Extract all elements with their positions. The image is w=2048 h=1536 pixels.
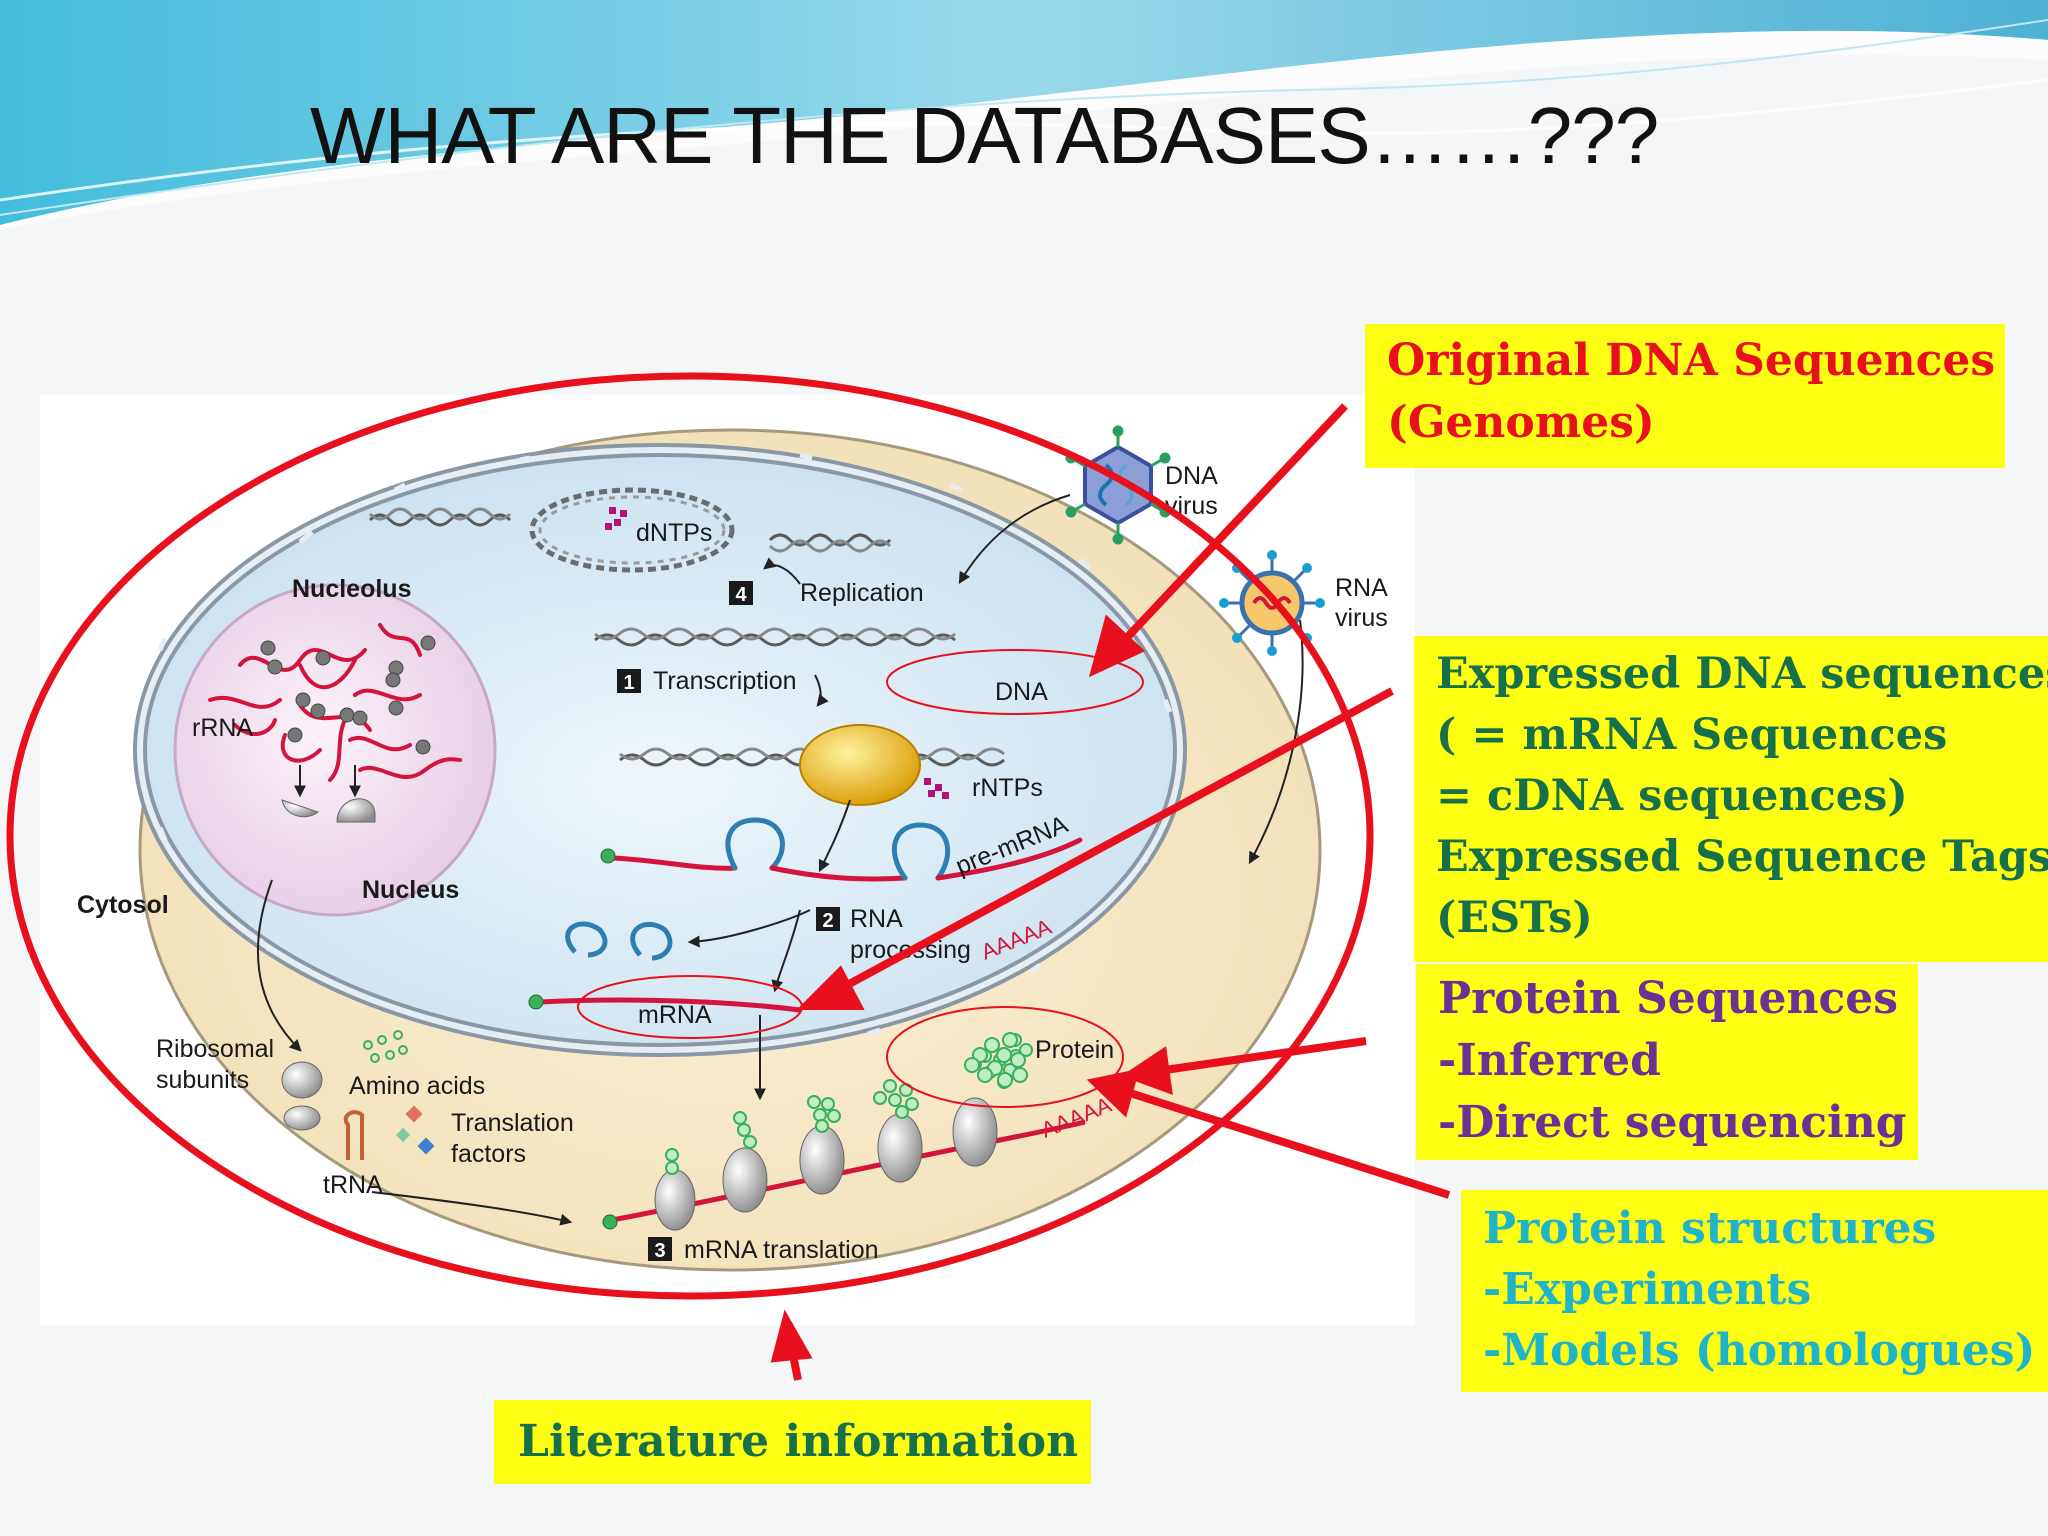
- excised-introns: [565, 921, 673, 961]
- label-mrna: mRNA: [638, 1001, 712, 1029]
- header-wave-decoration: [0, 0, 2048, 230]
- mrna-strand: [539, 997, 801, 1013]
- label-translation-factors-1: Translation: [451, 1109, 574, 1137]
- pre-mrna: [609, 817, 1083, 882]
- label-protein: Protein: [1035, 1036, 1114, 1064]
- highlight-whole-cell: [6, 372, 1374, 1300]
- nucleolus: [173, 583, 497, 917]
- callout-protein-seq-line-1: Protein Sequences: [1438, 973, 1899, 1024]
- callout-protein-seq-line-2: -Inferred: [1438, 1035, 1661, 1086]
- label-rna-processing-1: RNA: [850, 905, 903, 933]
- dna-helix-replication: [368, 487, 892, 573]
- slide-title: WHAT ARE THE DATABASES……???: [310, 91, 1659, 180]
- label-rntps: rNTPs: [972, 774, 1043, 802]
- label-ribosomal-2: subunits: [156, 1066, 249, 1094]
- callout-genomes: Original DNA Sequences (Genomes): [1365, 324, 2005, 468]
- label-transcription: Transcription: [653, 667, 797, 695]
- callout-protein-struct-line-3: -Models (homologues): [1483, 1325, 2036, 1376]
- callout-expressed-line-4: Expressed Sequence Tags: [1436, 832, 2048, 882]
- step-badges: [617, 581, 840, 1261]
- step-4-number: 4: [735, 584, 747, 606]
- label-trna: tRNA: [323, 1171, 383, 1199]
- callout-genomes-line-2: (Genomes): [1387, 397, 1655, 448]
- callout-protein-struct-line-2: -Experiments: [1483, 1264, 1812, 1315]
- label-cytosol: Cytosol: [77, 891, 169, 919]
- step-2-number: 2: [822, 910, 833, 932]
- amino-acid-dots: [363, 1030, 408, 1063]
- callout-expressed-dna: Expressed DNA sequences ( = mRNA Sequenc…: [1414, 636, 2048, 962]
- callout-protein-sequences: Protein Sequences -Inferred -Direct sequ…: [1416, 964, 1918, 1160]
- protein-blob: [964, 1032, 1028, 1088]
- label-nucleus: Nucleus: [362, 876, 459, 904]
- callout-protein-structures: Protein structures -Experiments -Models …: [1461, 1190, 2048, 1392]
- label-rna-virus-2: virus: [1335, 604, 1388, 632]
- step-3-number: 3: [654, 1240, 665, 1262]
- step-1-number: 1: [623, 672, 634, 694]
- callout-literature-text: Literature information: [518, 1416, 1079, 1467]
- nucleolus-ribosome-dots: [260, 635, 436, 755]
- callout-protein-struct-line-1: Protein structures: [1483, 1203, 1937, 1254]
- highlight-protein: [886, 1006, 1124, 1108]
- label-amino-acids: Amino acids: [349, 1072, 485, 1100]
- label-ribosomal-1: Ribosomal: [156, 1035, 274, 1063]
- label-dna-virus-1: DNA: [1165, 462, 1218, 490]
- label-dna: DNA: [995, 678, 1048, 706]
- callout-expressed-line-1: Expressed DNA sequences: [1436, 649, 2048, 699]
- label-rrna: rRNA: [192, 714, 253, 742]
- callout-genomes-line-1: Original DNA Sequences: [1387, 335, 1996, 386]
- label-replication: Replication: [800, 579, 924, 607]
- callout-expressed-line-2: ( = mRNA Sequences: [1436, 710, 1948, 760]
- callout-expressed-line-5: (ESTs): [1436, 893, 1593, 943]
- label-nucleolus: Nucleolus: [292, 575, 411, 603]
- ribosomal-subunit: [281, 1061, 323, 1099]
- rna-polymerase: [799, 724, 921, 806]
- callout-protein-seq-line-3: -Direct sequencing: [1438, 1097, 1907, 1148]
- label-rna-virus-1: RNA: [1335, 574, 1388, 602]
- label-dntps: dNTPs: [636, 519, 712, 547]
- callout-literature: Literature information: [494, 1400, 1091, 1484]
- label-translation-factors-2: factors: [451, 1140, 526, 1168]
- highlight-dna: [886, 649, 1144, 715]
- callout-expressed-line-3: = cDNA sequences): [1436, 771, 1908, 821]
- callout-arrows: [770, 403, 1451, 1381]
- label-mrna-translation: mRNA translation: [684, 1236, 879, 1264]
- rna-virus: [1219, 550, 1325, 656]
- trna-shape: [343, 1110, 364, 1160]
- polysome-ribosomes: [654, 1097, 998, 1231]
- nuclear-pores: [157, 452, 1173, 1037]
